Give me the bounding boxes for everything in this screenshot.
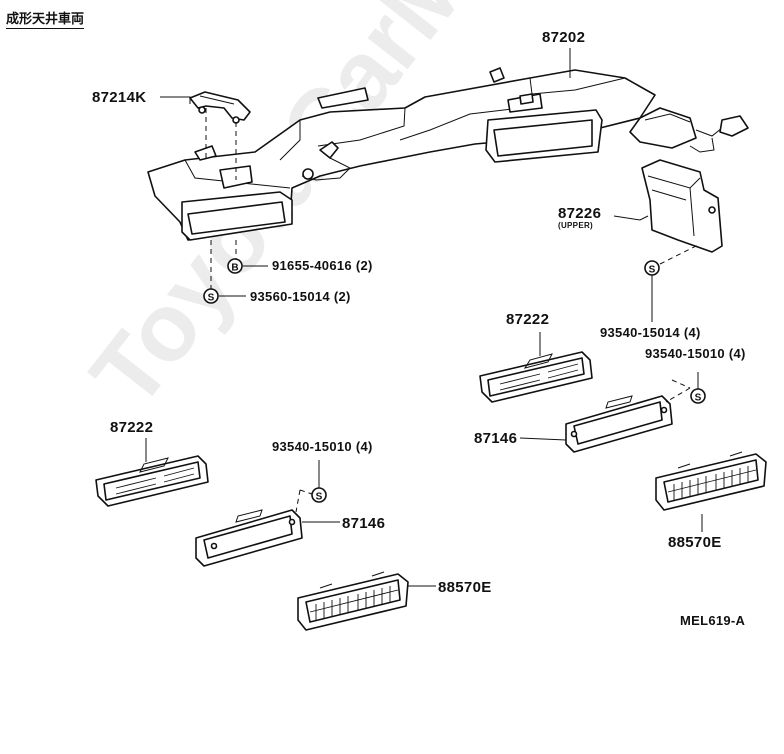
page-title: 成形天井車両 bbox=[6, 8, 85, 29]
label-87214k: 87214K bbox=[92, 89, 147, 106]
symbol-bolt-b: B bbox=[227, 258, 243, 274]
label-87146-right: 87146 bbox=[474, 430, 518, 447]
symbol-s-text: S bbox=[208, 293, 215, 304]
label-88570e-right: 88570E bbox=[668, 534, 722, 551]
louver-left-88570e bbox=[297, 571, 409, 631]
diagram-code: MEL619-A bbox=[680, 613, 746, 628]
symbol-screw-s-left: S bbox=[311, 487, 327, 503]
label-87222-left: 87222 bbox=[110, 419, 154, 436]
upper-duct-87226 bbox=[641, 159, 723, 253]
label-87146-left: 87146 bbox=[342, 515, 386, 532]
bezel-left-87146 bbox=[195, 509, 303, 567]
label-91655-40616: 91655-40616 (2) bbox=[272, 258, 373, 273]
symbol-s-text: S bbox=[695, 393, 702, 404]
label-87226-note: (UPPER) bbox=[558, 221, 593, 230]
symbol-b-text: B bbox=[231, 263, 238, 274]
bracket-87214k bbox=[189, 91, 251, 124]
leader-lines bbox=[145, 48, 703, 587]
symbol-s-text: S bbox=[316, 492, 323, 503]
label-93540-15014: 93540-15014 (4) bbox=[600, 325, 701, 340]
register-right-87222 bbox=[479, 351, 593, 403]
label-93560-15014: 93560-15014 (2) bbox=[250, 289, 351, 304]
label-93540-15010-left: 93540-15010 (4) bbox=[272, 439, 373, 454]
symbol-s-text: S bbox=[649, 265, 656, 276]
label-93540-15010-right: 93540-15010 (4) bbox=[645, 346, 746, 361]
symbol-screw-s-right-2: S bbox=[690, 388, 706, 404]
label-87222-right: 87222 bbox=[506, 311, 550, 328]
louver-right-88570e bbox=[655, 451, 767, 511]
symbol-screw-s-right-1: S bbox=[644, 260, 660, 276]
label-88570e-left: 88570E bbox=[438, 579, 492, 596]
symbol-screw-s-top: S bbox=[203, 288, 219, 304]
label-87226: 87226 bbox=[558, 205, 602, 222]
register-left-87222 bbox=[95, 455, 209, 507]
main-duct-87202 bbox=[147, 67, 749, 241]
label-87202: 87202 bbox=[542, 29, 586, 46]
bezel-right-87146 bbox=[565, 395, 673, 453]
